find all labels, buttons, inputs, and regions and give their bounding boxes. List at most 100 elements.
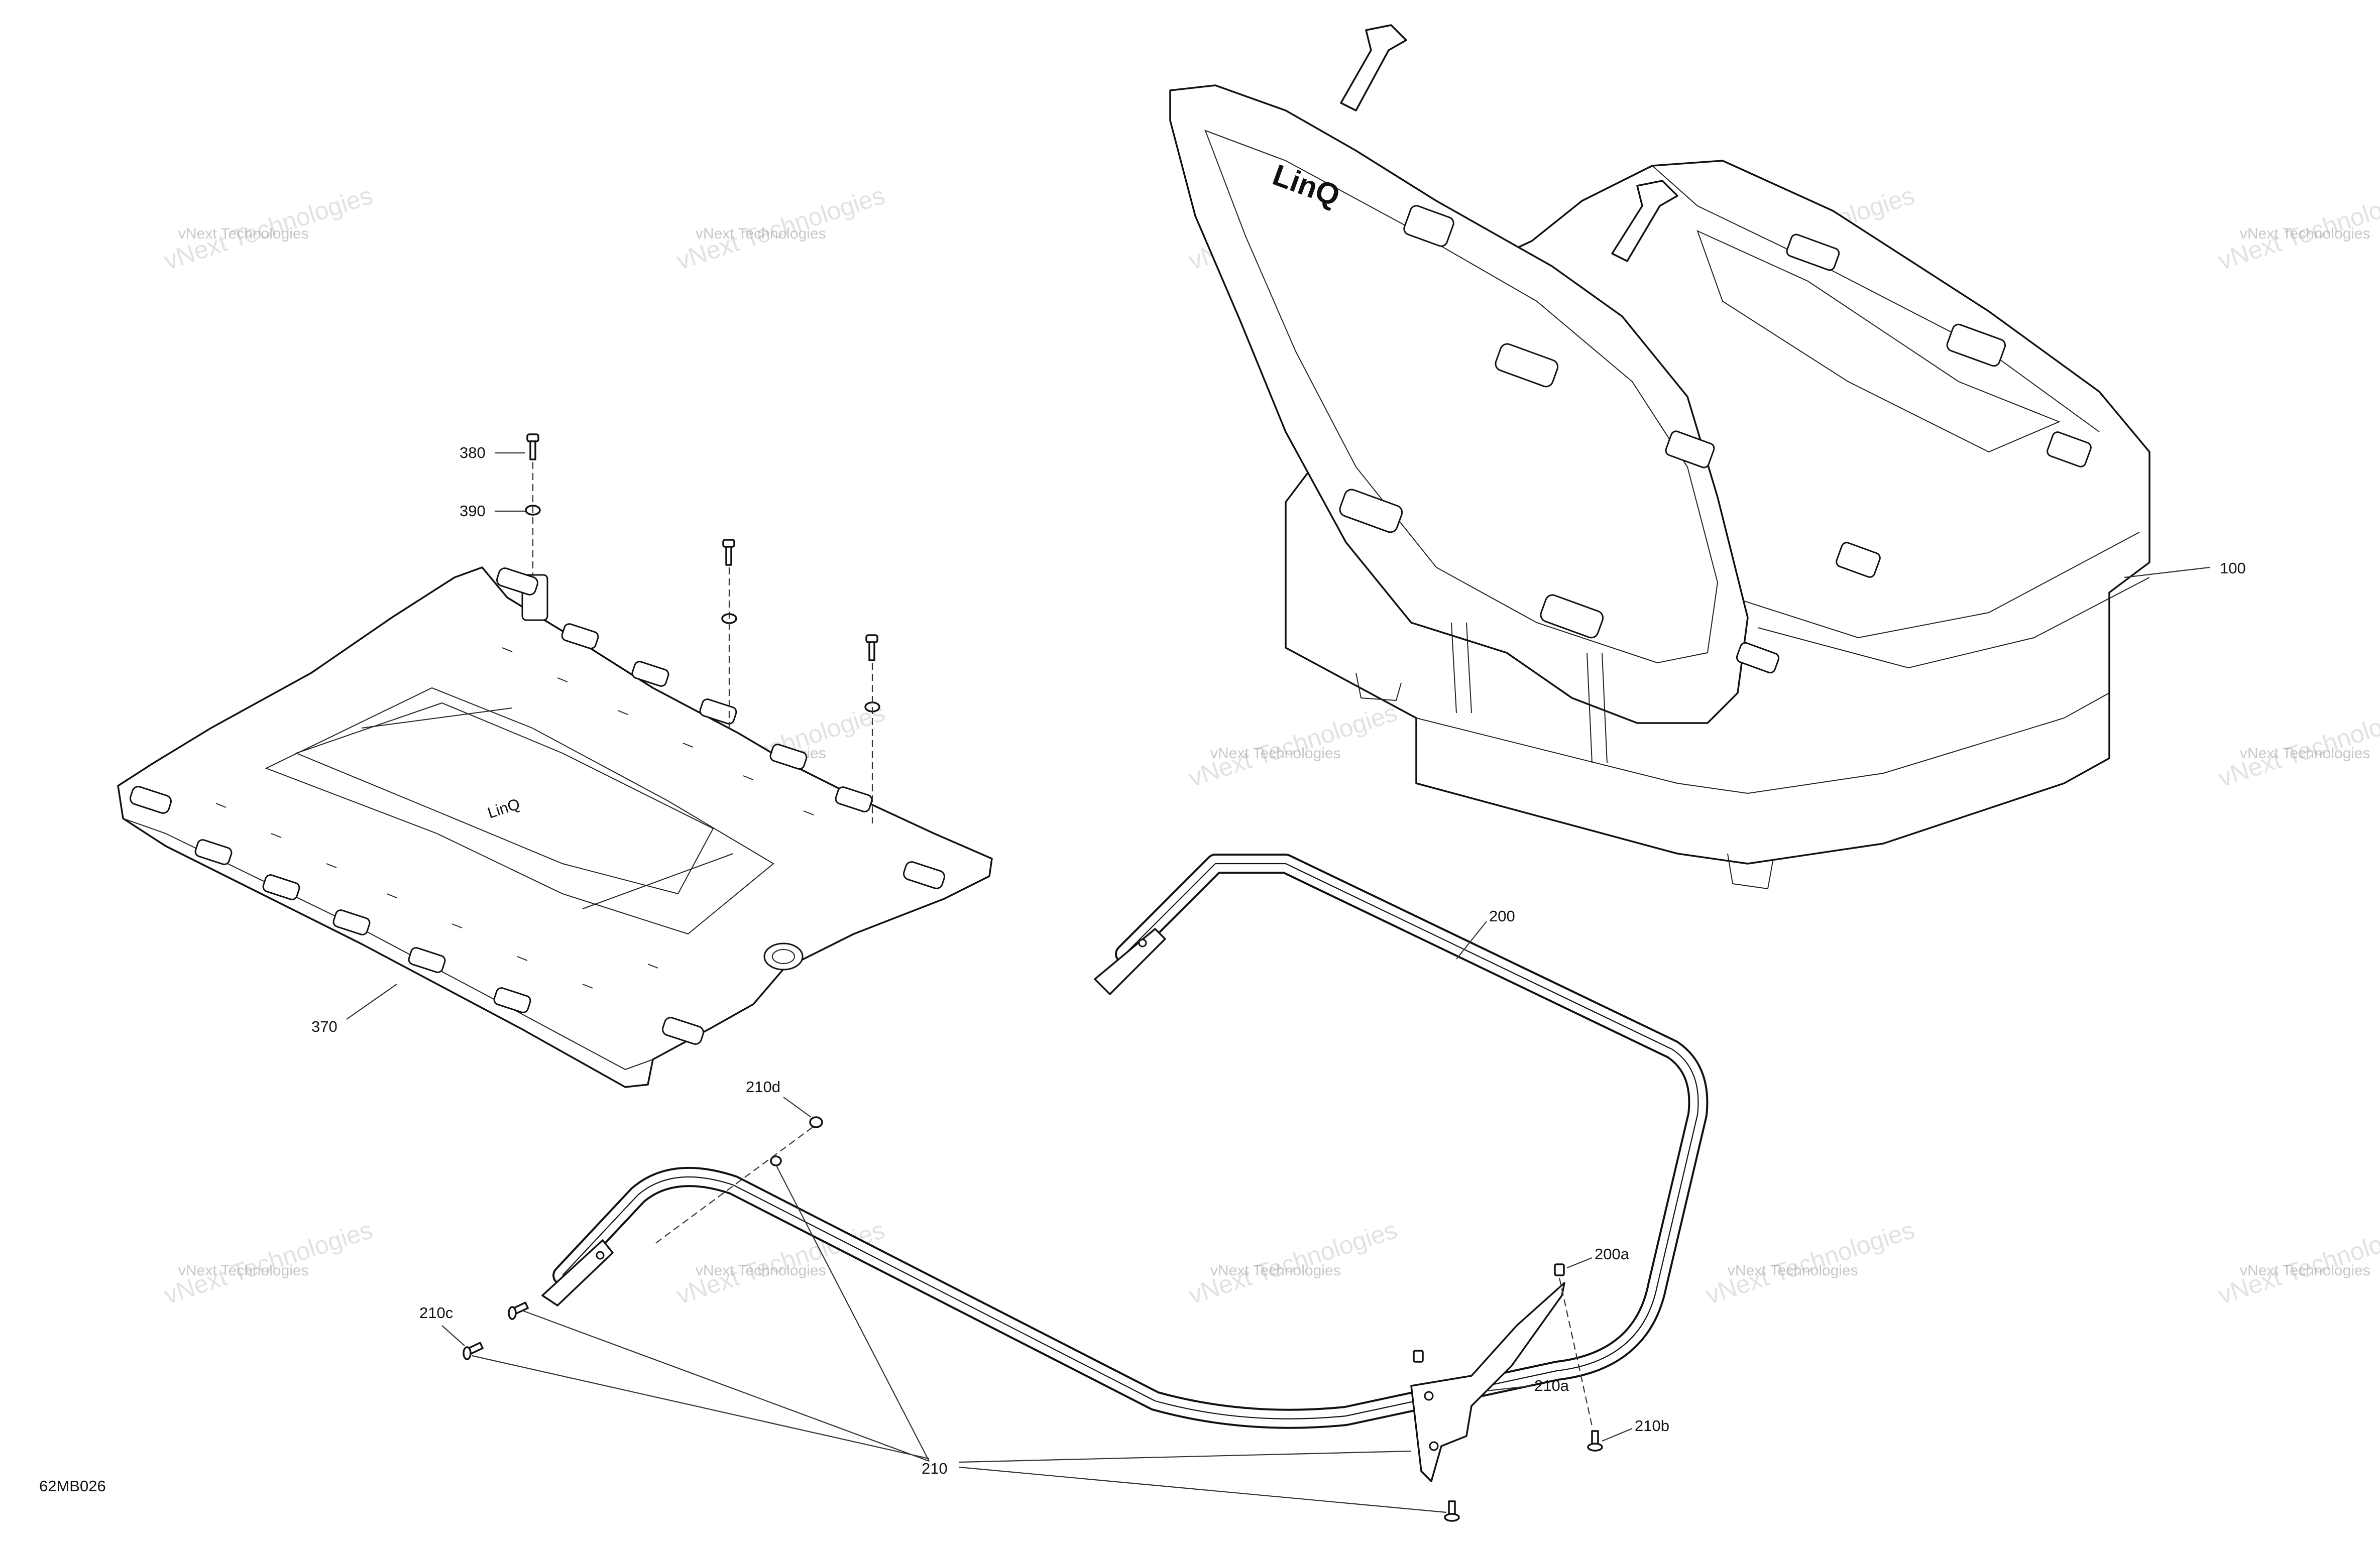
plate-center-hole bbox=[763, 942, 804, 971]
callout-390: 390 bbox=[460, 502, 486, 520]
box-latch bbox=[1451, 622, 1608, 764]
screw-210b-head bbox=[1587, 1443, 1603, 1452]
callout-200a: 200a bbox=[1595, 1245, 1630, 1263]
base-plate-outline bbox=[117, 566, 993, 1088]
fasteners-380-390: 380 390 bbox=[460, 433, 880, 823]
screw-380-shank bbox=[529, 440, 536, 460]
tie-down-slot bbox=[835, 786, 873, 812]
leader-200 bbox=[1456, 921, 1487, 960]
tie-down-slot bbox=[408, 947, 446, 973]
rail-end-bracket bbox=[1094, 928, 1166, 995]
t-handle-knob bbox=[1611, 180, 1678, 262]
box-handle-slot bbox=[2047, 431, 2092, 467]
watermark: vNext Technologies bbox=[2240, 745, 2370, 762]
box-back-panel-inner bbox=[1204, 130, 1719, 664]
leader-210d bbox=[783, 1097, 812, 1118]
tie-down-slot bbox=[493, 987, 531, 1013]
tie-down-slot bbox=[769, 744, 808, 770]
box-lid-recess bbox=[1696, 230, 2061, 453]
base-plate-edge bbox=[123, 818, 653, 1071]
callout-group-210: 210 bbox=[472, 1164, 1460, 1522]
callout-210d: 210d bbox=[746, 1078, 780, 1096]
screw-380 bbox=[526, 433, 539, 442]
callout-370: 370 bbox=[311, 1018, 337, 1035]
nut-210d bbox=[770, 1155, 782, 1166]
tie-down-slot bbox=[631, 661, 669, 687]
leader-210 bbox=[959, 1450, 1412, 1463]
leader-210 bbox=[472, 1355, 930, 1460]
hardware-210c-210d: 210c 210d bbox=[419, 1078, 823, 1360]
base-plate-center-panel bbox=[265, 687, 774, 935]
leader-210 bbox=[522, 1310, 930, 1462]
leader-210 bbox=[775, 1164, 930, 1462]
watermark: vNext Technologies bbox=[1210, 745, 1341, 762]
callout-380: 380 bbox=[460, 444, 486, 461]
watermark: vNext Technologies bbox=[178, 225, 309, 242]
plate-corner-slot bbox=[662, 1017, 704, 1045]
watermark: vNext Technologies bbox=[696, 225, 826, 242]
callout-210b: 210b bbox=[1635, 1417, 1669, 1435]
hardware-200a-210b: 200a 210b bbox=[1413, 1245, 1669, 1452]
box-handle-slot bbox=[1836, 542, 1881, 578]
plate-corner-slot bbox=[903, 861, 945, 889]
watermark: vNext Technologies bbox=[1728, 1262, 1858, 1279]
t-handle-knob bbox=[1340, 24, 1407, 111]
box-foot bbox=[1727, 853, 1773, 890]
bracket-plate bbox=[1410, 1282, 1565, 1482]
fastener-axis bbox=[1558, 1277, 1593, 1427]
box-rim bbox=[1757, 577, 2150, 669]
box-handle-slot bbox=[1339, 489, 1403, 533]
rail-bolt-hole bbox=[596, 1251, 605, 1260]
box-handle-slot bbox=[1736, 642, 1780, 674]
bracket-hole bbox=[1424, 1391, 1434, 1401]
leader-210a bbox=[1486, 1385, 1532, 1392]
box-handle-slot bbox=[1403, 205, 1454, 247]
tie-down-slot bbox=[194, 839, 233, 865]
callout-200: 200 bbox=[1489, 907, 1515, 925]
box-foot bbox=[1355, 672, 1402, 701]
base-plate-370: LinQ 370 bbox=[117, 566, 993, 1088]
callout-100: 100 bbox=[2220, 559, 2246, 577]
nut-200a bbox=[1554, 1263, 1565, 1276]
screw-380-shank bbox=[868, 641, 875, 661]
leader-210c bbox=[441, 1325, 465, 1346]
storage-box-100: LinQ 100 bbox=[1169, 24, 2246, 890]
callout-210a: 210a bbox=[1534, 1377, 1569, 1394]
leader-210 bbox=[959, 1466, 1447, 1513]
box-handle-slot bbox=[1540, 594, 1604, 639]
box-back-panel bbox=[1169, 84, 1749, 724]
nut-200a bbox=[1413, 1350, 1424, 1363]
rail-end-bracket bbox=[541, 1239, 614, 1307]
diagram-reference-code: 62MB026 bbox=[39, 1477, 106, 1495]
screw-380-shank bbox=[725, 546, 732, 566]
screw-380 bbox=[865, 634, 878, 643]
watermark: vNext Technologies bbox=[178, 1262, 309, 1279]
screw-210c-head bbox=[463, 1346, 472, 1360]
box-handle-slot bbox=[1786, 233, 1840, 271]
callout-210c: 210c bbox=[419, 1304, 453, 1322]
tie-down-slot bbox=[262, 874, 300, 900]
base-plate-center-raise bbox=[295, 702, 714, 895]
screw-210-head bbox=[1444, 1513, 1460, 1522]
tie-down-hooks bbox=[215, 647, 814, 989]
plate-corner-slot bbox=[496, 567, 538, 596]
leader-370 bbox=[346, 984, 397, 1020]
plate-corner-slot bbox=[130, 786, 172, 814]
screw-210c-head bbox=[508, 1306, 517, 1320]
leader-100 bbox=[2124, 566, 2210, 578]
base-plate-ridge bbox=[361, 707, 734, 909]
callout-210: 210 bbox=[922, 1460, 948, 1477]
leader-210b bbox=[1602, 1428, 1633, 1442]
leader-200a bbox=[1566, 1257, 1593, 1269]
plate-center-hole-inner bbox=[772, 949, 795, 964]
box-lower-tray bbox=[1416, 692, 2110, 794]
box-handle-slot bbox=[1946, 323, 2006, 367]
screw-380 bbox=[722, 539, 735, 548]
bracket-hole bbox=[1429, 1441, 1439, 1451]
box-handle-slot bbox=[1495, 343, 1559, 388]
box-handle-slot bbox=[1665, 430, 1715, 468]
tie-down-slot bbox=[561, 623, 599, 649]
watermark: vNext Technologies bbox=[2240, 225, 2370, 242]
tie-down-slot bbox=[699, 698, 737, 725]
